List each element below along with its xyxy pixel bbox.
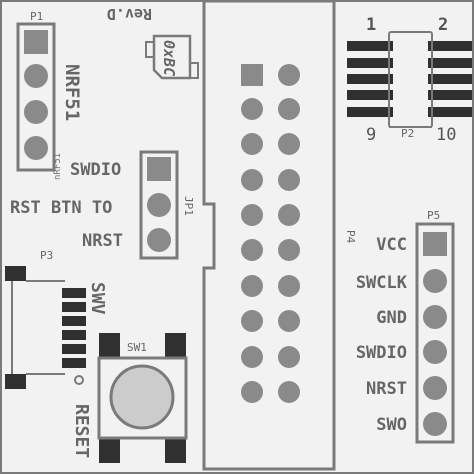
- jp1-nrst-label: NRST: [82, 231, 123, 251]
- p1-label: P1: [30, 10, 43, 23]
- nrf51-label: NRF51: [61, 64, 83, 121]
- p5-gnd-label: GND: [376, 308, 407, 328]
- p4-pin-6-pad: [278, 133, 300, 155]
- p4-pin-4-pad: [278, 98, 300, 120]
- p4-pin-15-pad: [241, 310, 263, 332]
- p4-pin-3-pad: [241, 98, 263, 120]
- p5-pin-4-pad: [423, 340, 447, 364]
- p4-pin-10-pad: [278, 204, 300, 226]
- p2-pin10-label: 10: [436, 125, 456, 145]
- sw1-reset-button: [97, 333, 188, 463]
- jp1-outline: [139, 150, 179, 260]
- sw1-label: SW1: [127, 341, 147, 354]
- p5-vcc-label: VCC: [376, 235, 407, 255]
- p4-pin-16-pad: [278, 310, 300, 332]
- crystal-logo: 0xBC: [160, 40, 178, 76]
- p5-pin-6-pad: [423, 412, 447, 436]
- p2-label: P2: [401, 127, 414, 140]
- p4-outline: [202, 0, 336, 471]
- p1-pin-4-pad: [24, 136, 48, 160]
- crystal-component: 0xBC: [145, 34, 199, 80]
- p2-connector: [347, 31, 472, 128]
- p5-pin-3-pad: [423, 305, 447, 329]
- p4-pin-2-pad: [278, 64, 300, 86]
- p5-nrst-label: NRST: [366, 379, 407, 399]
- p4-label: P4: [344, 230, 357, 244]
- p4-pin-18-pad: [278, 346, 300, 368]
- p4-pin-7-pad: [241, 169, 263, 191]
- p5-swo-label: SWO: [376, 415, 407, 435]
- p1-pin-3-pad: [24, 100, 48, 124]
- p2-pin1-label: 1: [366, 15, 376, 35]
- p5-outline: [415, 222, 455, 444]
- p2-pin2-label: 2: [438, 15, 448, 35]
- p5-pin-2-pad: [423, 269, 447, 293]
- jp1-pin-2-pad: [147, 193, 171, 217]
- jp1-label: JP1: [182, 196, 195, 216]
- p4-pin-19-pad: [241, 381, 263, 403]
- revision-label: Rev.D: [107, 5, 152, 23]
- p4-pin-20-pad: [278, 381, 300, 403]
- p3-label: P3: [40, 249, 53, 262]
- p5-swclk-label: SWCLK: [356, 273, 408, 293]
- p4-pin-1-pad: [241, 64, 263, 86]
- p1-pin-2-pad: [24, 64, 48, 88]
- jp1-pin-3-pad: [147, 228, 171, 252]
- p4-pin-5-pad: [241, 133, 263, 155]
- p5-pin-5-pad: [423, 376, 447, 400]
- p4-pin-12-pad: [278, 239, 300, 261]
- p4-pin-9-pad: [241, 204, 263, 226]
- nrf51-small-label: nRF51: [53, 153, 63, 180]
- p3-connector: [5, 266, 86, 389]
- p4-pin-11-pad: [241, 239, 263, 261]
- reset-label: RESET: [71, 404, 92, 458]
- p5-label: P5: [427, 209, 440, 222]
- p1-outline: [16, 22, 56, 172]
- p4-pin-17-pad: [241, 346, 263, 368]
- p5-swdio-label: SWDIO: [356, 343, 407, 363]
- p1-pin-1-pad: [24, 30, 48, 54]
- jp1-rst-btn-to-label: RST BTN TO: [10, 198, 112, 218]
- p2-pin9-label: 9: [366, 125, 376, 145]
- swv-label: SWV: [87, 282, 108, 315]
- p5-pin-1-pad: [423, 232, 447, 256]
- jp1-pin-1-pad: [147, 157, 171, 181]
- jp1-swdio-label: SWDIO: [70, 160, 121, 180]
- p4-pin-13-pad: [241, 275, 263, 297]
- p4-pin-14-pad: [278, 275, 300, 297]
- p4-pin-8-pad: [278, 169, 300, 191]
